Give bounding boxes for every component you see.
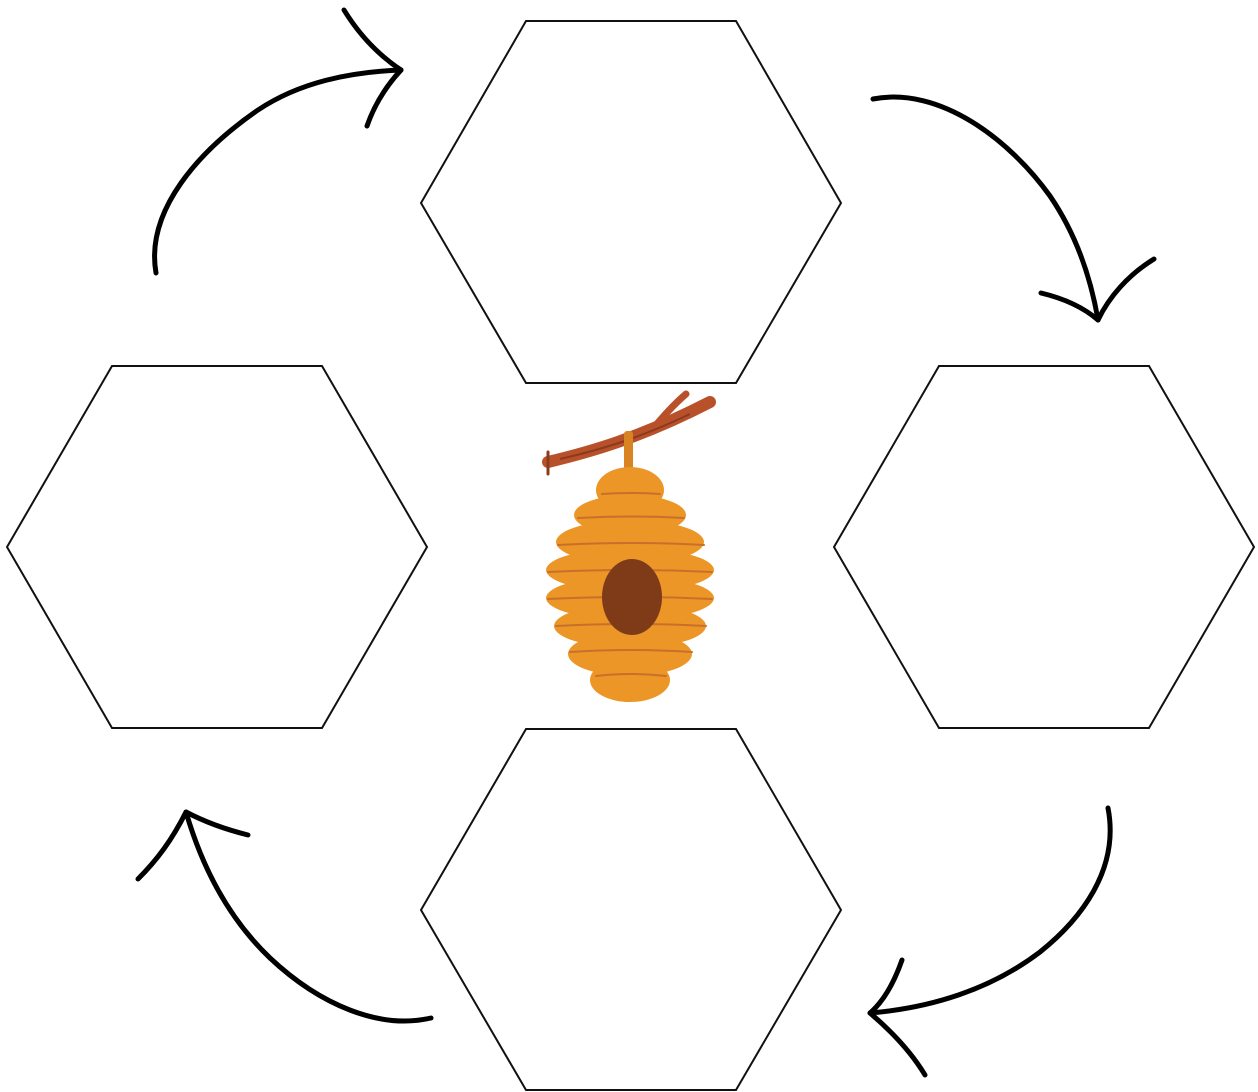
arrow-right-to-bottom <box>870 808 1110 1075</box>
beehive-icon <box>546 394 714 702</box>
hexagon-node-top <box>421 21 841 383</box>
hexagon-node-right <box>834 366 1254 728</box>
arrow-top-to-right <box>873 97 1154 320</box>
hexagon-node-bottom <box>421 729 841 1090</box>
arrow-left-to-top <box>155 10 401 273</box>
arrow-bottom-to-left <box>138 812 431 1021</box>
hexagon-node-left <box>7 366 427 728</box>
